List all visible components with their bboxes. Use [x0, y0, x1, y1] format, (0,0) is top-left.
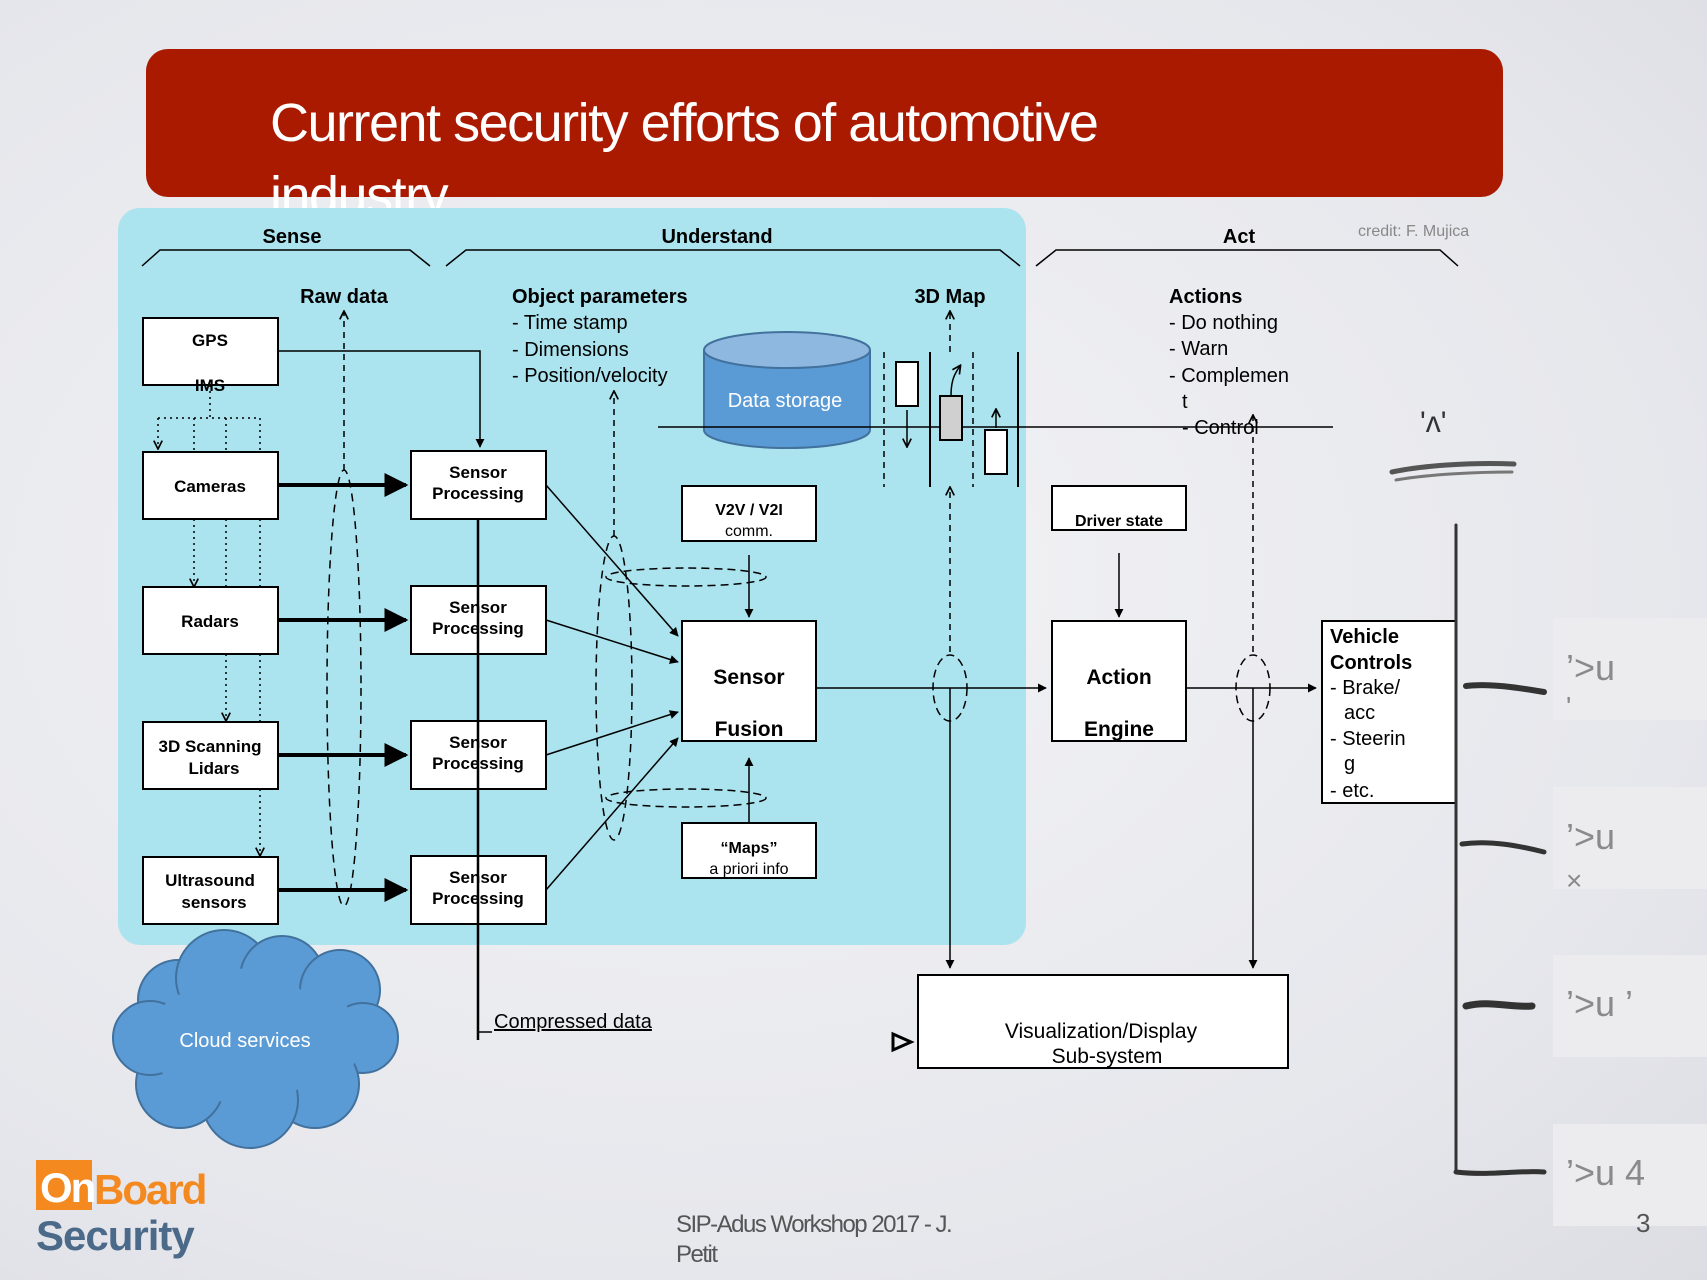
logo-security-text: Security — [36, 1212, 195, 1259]
op-item-dimensions: - Dimensions — [512, 339, 629, 361]
data-storage-cylinder: Data storage — [703, 331, 871, 449]
vehicle-controls-item3: - etc. — [1330, 780, 1374, 802]
sensor-to-processing-arrows — [278, 473, 409, 902]
v2v-box: V2V / V2I comm. — [681, 485, 817, 542]
slide-title-line1: Current security efforts of automotive — [270, 93, 1097, 153]
side-card-text: ’>u — [1566, 816, 1615, 857]
vehicle-controls-item2b: g — [1344, 753, 1355, 775]
raw-data-label: Raw data — [300, 286, 389, 308]
map3d-pictograph — [883, 352, 1019, 487]
action-label-line2: Engine — [1084, 718, 1154, 741]
compressed-data-label: Compressed data — [494, 1011, 653, 1033]
object-parameters-label: Object parameters — [512, 286, 688, 308]
side-tree — [1453, 523, 1547, 1176]
vehicle-controls-title2: Controls — [1330, 652, 1412, 674]
lidars-box: 3D Scanning Lidars — [142, 721, 279, 790]
lidars-label-line2: Lidars — [188, 759, 239, 778]
title-bar: Current security efforts of automotive i… — [146, 49, 1503, 226]
side-card-text: ’>u ’ — [1566, 983, 1633, 1024]
cameras-box: Cameras — [142, 451, 279, 520]
side-card-subtext: × — [1566, 865, 1582, 896]
vehicle-controls-item2a: - Steerin — [1330, 728, 1406, 750]
side-card-2: ’>u × — [1553, 787, 1707, 896]
act-item-complement: - Complemen — [1169, 365, 1289, 387]
maps-label-line1: “Maps” — [721, 840, 778, 857]
cloud-services-label: Cloud services — [179, 1030, 310, 1052]
side-card-subtext: ' — [1566, 691, 1571, 722]
brace-sense — [141, 249, 431, 267]
ultrasound-label-line2: sensors — [181, 893, 246, 912]
op-item-timestamp: - Time stamp — [512, 312, 628, 334]
data-storage-label: Data storage — [728, 390, 843, 412]
op-item-position: - Position/velocity — [512, 365, 668, 387]
section-headers: Sense Understand Act credit: F. Mujica — [141, 223, 1469, 267]
visualization-box: Visualization/Display Sub-system — [891, 974, 1289, 1069]
maps-ellipse — [605, 788, 767, 808]
act-item-nothing: - Do nothing — [1169, 312, 1278, 334]
brace-understand — [445, 249, 1021, 267]
visualization-label-line2: Sub-system — [1052, 1045, 1163, 1068]
map3d-label: 3D Map — [914, 286, 985, 308]
maps-box: “Maps” a priori info — [681, 822, 817, 879]
gps-to-processing-line — [278, 350, 485, 448]
maps-label-line2: a priori info — [709, 861, 788, 878]
side-card-3: ’>u ’ — [1553, 955, 1707, 1057]
radars-label: Radars — [181, 612, 239, 631]
action-label-line1: Action — [1086, 666, 1151, 689]
gps-dotted-lines — [158, 385, 260, 855]
processing-label: Processing — [432, 484, 524, 503]
ultrasound-box: Ultrasound sensors — [142, 856, 279, 925]
section-act: Act — [1223, 226, 1256, 248]
v2v-ellipse — [605, 567, 767, 587]
processing-to-fusion-arrows — [545, 484, 679, 891]
processing-box-1: Sensor Processing — [410, 450, 547, 520]
section-understand: Understand — [661, 226, 772, 248]
visualization-label-line1: Visualization/Display — [1005, 1020, 1198, 1043]
logo-board-text: Board — [94, 1166, 205, 1213]
side-card-1: ’>u ' — [1553, 618, 1707, 722]
fusion-label-line2: Fusion — [715, 718, 784, 741]
gps-box: GPS IMS — [142, 317, 279, 395]
side-card-4: ’>u 4 — [1553, 1124, 1707, 1226]
action-engine-box: Action Engine — [1051, 620, 1187, 742]
credit-text: credit: F. Mujica — [1358, 223, 1469, 240]
vehicle-controls-title1: Vehicle — [1330, 626, 1399, 648]
page-number: 3 — [1636, 1208, 1650, 1238]
onboard-security-logo: On Board Security — [36, 1160, 207, 1259]
radars-box: Radars — [142, 586, 279, 655]
raw-data-ellipse — [326, 469, 362, 907]
section-sense: Sense — [263, 226, 322, 248]
driver-state-box: Driver state — [1051, 485, 1187, 531]
v2v-label-line2: comm. — [725, 523, 773, 540]
act-item-control: - Control — [1182, 417, 1259, 439]
brace-act — [1035, 249, 1459, 267]
v2v-label-line1: V2V / V2I — [715, 502, 783, 519]
cloud-services: Cloud services — [112, 929, 399, 1149]
scribble-text: 'ʌ' — [1420, 406, 1446, 439]
vehicle-controls-item1a: - Brake/ — [1330, 677, 1400, 699]
handwritten-scribble: 'ʌ' — [1389, 406, 1517, 482]
processing-label: Sensor — [449, 463, 507, 482]
cameras-label: Cameras — [174, 477, 246, 496]
side-card-text: ’>u — [1566, 647, 1615, 688]
diagram-labels: Raw data Object parameters - Time stamp … — [300, 286, 1289, 439]
side-card-text: ’>u 4 — [1566, 1152, 1645, 1193]
ultrasound-label-line1: Ultrasound — [165, 871, 255, 890]
sensor-fusion-box: Sensor Fusion — [681, 620, 817, 742]
footer-text-line1: SIP-Adus Workshop 2017 - J. — [676, 1211, 951, 1238]
gps-label: GPS — [192, 331, 228, 350]
driver-state-label: Driver state — [1075, 513, 1163, 530]
act-item-warn: - Warn — [1169, 338, 1228, 360]
lidars-label-line1: 3D Scanning — [159, 737, 262, 756]
footer-text-line2: Petit — [676, 1241, 718, 1268]
act-item-complement-cont: t — [1182, 391, 1188, 413]
fusion-label-line1: Sensor — [713, 666, 784, 689]
vehicle-controls-box: Vehicle Controls - Brake/ acc - Steerin … — [1321, 620, 1457, 804]
visualization-inlet-arrow — [891, 1031, 915, 1053]
logo-on-text: On — [40, 1164, 95, 1211]
actions-label: Actions — [1169, 286, 1242, 308]
vehicle-controls-item1b: acc — [1344, 702, 1375, 724]
